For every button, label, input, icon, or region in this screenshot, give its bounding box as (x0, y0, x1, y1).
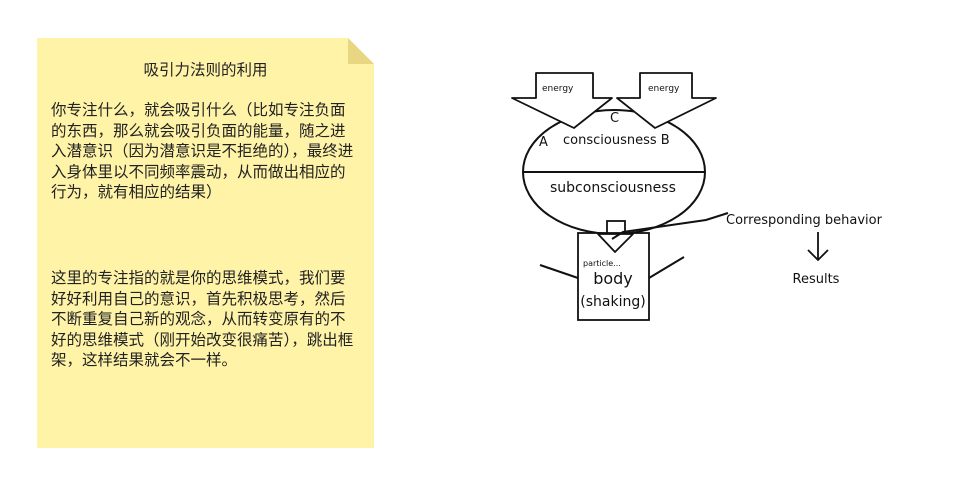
consciousness-label: consciousness B (563, 133, 670, 148)
energy-arrow-left (511, 72, 613, 129)
connector-arrowhead (597, 233, 634, 253)
shaking-label: (shaking) (580, 294, 645, 310)
behavior-connector-line (611, 212, 729, 240)
label-c: C (610, 111, 619, 126)
label-a: A (539, 135, 548, 150)
particle-label: particle... (583, 259, 621, 268)
energy-right-label: energy (648, 84, 680, 94)
subconsciousness-label: subconsciousness (550, 180, 676, 196)
energy-arrow-right (616, 72, 717, 129)
results-arrowhead (807, 249, 829, 262)
note-title: 吸引力法则的利用 (143, 61, 268, 79)
energy-left-label: energy (542, 84, 574, 94)
results-label: Results (793, 272, 840, 287)
sticky-note: 吸引力法则的利用 你专注什么，就会吸引什么（比如专注负面的东西，那么就会吸引负面… (37, 38, 374, 448)
right-arm (648, 256, 685, 279)
body-label: body (593, 269, 633, 288)
note-paragraph-2: 这里的专注指的就是你的思维模式，我们要好好利用自己的意识，首先积极思考，然后不断… (51, 269, 354, 369)
behavior-label: Corresponding behavior (726, 213, 883, 228)
note-paragraph-1: 你专注什么，就会吸引什么（比如专注负面的东西，那么就会吸引负面的能量，随之进入潜… (51, 101, 354, 201)
left-arm (539, 264, 579, 279)
